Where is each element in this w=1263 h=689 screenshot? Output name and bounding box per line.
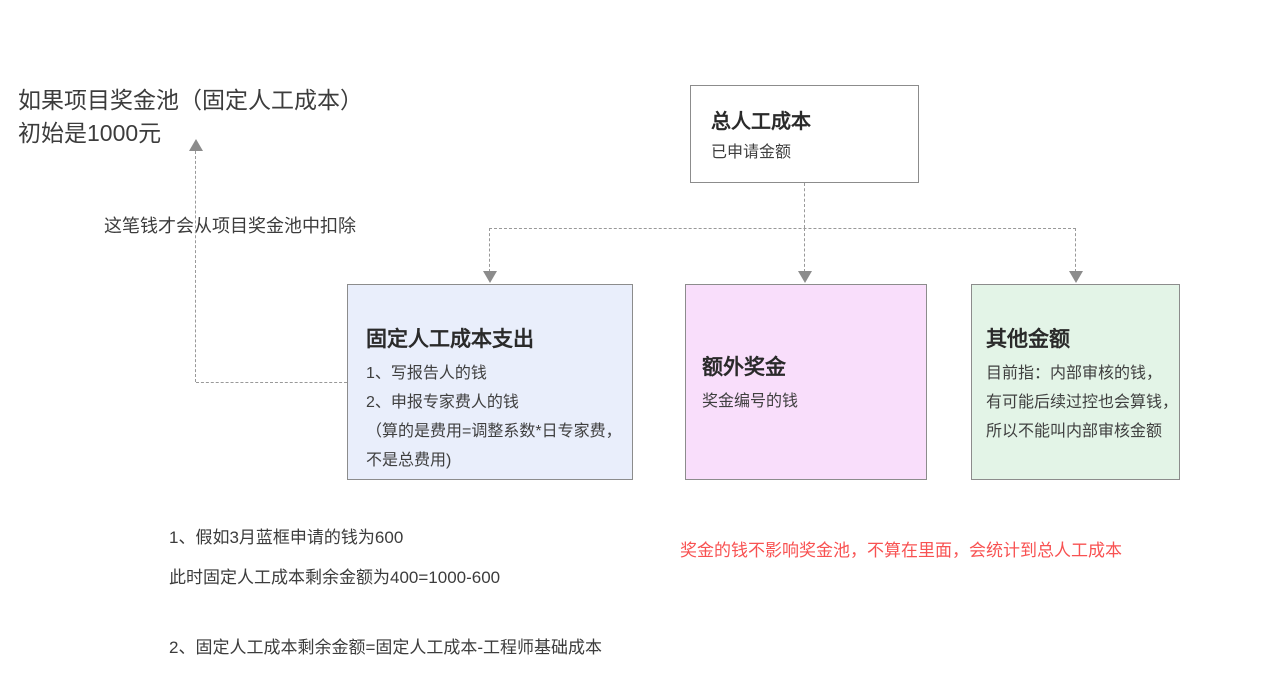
node-line: 有可能后续过控也会算钱， — [986, 394, 1179, 411]
connector-branch-horizontal — [489, 228, 1076, 229]
node-line: 1、写报告人的钱 — [366, 365, 487, 382]
footnote-example-1-result: 此时固定人工成本剩余金额为400=1000-600 — [169, 568, 501, 587]
deduct-note-label: 这笔钱才会从项目奖金池中扣除 — [104, 216, 356, 236]
pool-annotation-line1: 如果项目奖金池（固定人工成本） — [18, 87, 363, 113]
node-line: 不是总费用) — [366, 452, 452, 469]
node-title: 额外奖金 — [702, 356, 786, 379]
node-subtitle: 已申请金额 — [711, 144, 792, 161]
bonus-warning-note: 奖金的钱不影响奖金池，不算在里面，会统计到总人工成本 — [680, 541, 1122, 560]
arrow-down-icon — [1069, 271, 1083, 283]
footnote-example-1: 1、假如3月蓝框申请的钱为600 — [169, 528, 404, 547]
node-title: 其他金额 — [986, 328, 1070, 351]
node-line: 所以不能叫内部审核金额 — [986, 423, 1163, 440]
node-line: 2、申报专家费人的钱 — [366, 394, 519, 411]
pool-initial-annotation: 如果项目奖金池（固定人工成本） 初始是1000元 — [18, 84, 363, 150]
node-line: 奖金编号的钱 — [702, 393, 799, 410]
connector-drop-middle — [804, 228, 805, 272]
node-extra-bonus: 额外奖金 奖金编号的钱 — [685, 284, 927, 480]
pool-annotation-line2: 初始是1000元 — [18, 120, 162, 146]
arrow-down-icon — [798, 271, 812, 283]
node-fixed-labor-cost-expense: 固定人工成本支出 1、写报告人的钱 2、申报专家费人的钱 （算的是费用=调整系数… — [347, 284, 633, 480]
pixel-artifact — [1, 683, 9, 687]
connector-drop-left — [489, 228, 490, 272]
connector-drop-right — [1075, 228, 1076, 272]
node-other-amount: 其他金额 目前指：内部审核的钱， 有可能后续过控也会算钱， 所以不能叫内部审核金… — [971, 284, 1180, 480]
node-title: 总人工成本 — [711, 111, 811, 133]
node-line: （算的是费用=调整系数*日专家费， — [366, 423, 622, 440]
arrow-up-icon — [189, 139, 203, 151]
arrow-down-icon — [483, 271, 497, 283]
footnote-formula-2: 2、固定人工成本剩余金额=固定人工成本-工程师基础成本 — [169, 638, 603, 657]
connector-left-horizontal — [196, 382, 347, 383]
node-total-labor-cost: 总人工成本 已申请金额 — [690, 85, 919, 183]
connector-left-vertical — [195, 151, 196, 382]
connector-root-stub — [804, 183, 805, 228]
node-line: 目前指：内部审核的钱， — [986, 365, 1163, 382]
node-title: 固定人工成本支出 — [366, 328, 534, 351]
